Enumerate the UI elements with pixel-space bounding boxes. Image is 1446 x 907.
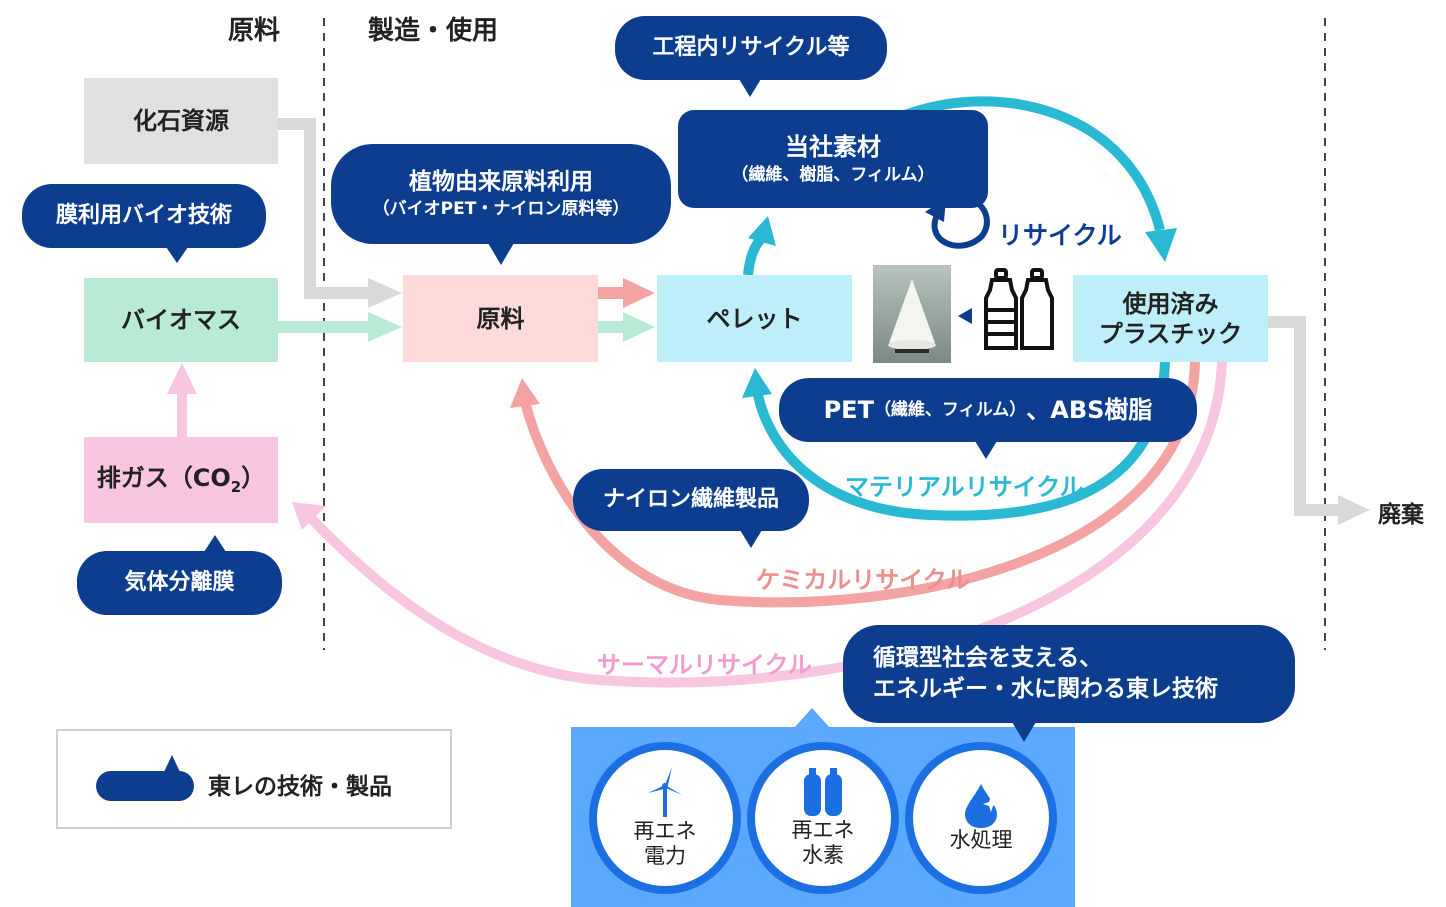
bubble-pointer	[975, 441, 997, 459]
plant-based-subtitle: （バイオPET・ナイロン原料等）	[372, 199, 630, 220]
plant-based-material-bubble: 植物由来原料利用 （バイオPET・ナイロン原料等）	[331, 144, 671, 244]
renewable-hydrogen-line1: 再エネ	[791, 817, 855, 842]
nylon-fiber-label: ナイロン繊維製品	[602, 487, 779, 513]
inprocess-recycle-label: 工程内リサイクル等	[652, 35, 850, 61]
thermal-recycle-label: サーマルリサイクル	[597, 651, 812, 679]
fossil-resources-label: 化石資源	[133, 107, 229, 135]
material-recycle-label: マテリアルリサイクル	[845, 473, 1084, 501]
pet-abs-bubble: PET （繊維、フィルム） 、ABS樹脂	[779, 378, 1197, 442]
nylon-fiber-bubble: ナイロン繊維製品	[573, 469, 809, 531]
legend-label: 東レの技術・製品	[208, 774, 392, 800]
water-treatment-label: 水処理	[949, 828, 1013, 853]
legend-bubble-pointer	[164, 755, 180, 772]
raw-material-label: 原料	[476, 304, 525, 333]
fossil-to-material-arrow	[278, 118, 370, 299]
hydrogen-tank-icon	[804, 767, 842, 816]
renewable-power-line2: 電力	[644, 844, 686, 868]
bubble-pointer	[166, 247, 188, 263]
renewable-hydrogen-item: 再エネ 水素	[747, 742, 899, 894]
chemical-recycle-label: ケミカルリサイクル	[756, 566, 971, 594]
chemical-recycle-arc	[520, 361, 1200, 608]
header-manufacture-use: 製造・使用	[368, 16, 499, 46]
wind-turbine-icon	[648, 766, 682, 817]
bubble-pointer	[739, 79, 761, 97]
bottles-icon	[984, 268, 1054, 350]
energy-water-tech-bubble: 循環型社会を支える、 エネルギー・水に関わる東レ技術	[843, 625, 1295, 723]
company-material-box: 当社素材 （繊維、樹脂、フィルム）	[678, 110, 988, 208]
thermal-recycle-arc	[301, 361, 1227, 688]
exhaust-gas-label: 排ガス（CO2）	[96, 464, 266, 497]
bubble-pointer	[204, 535, 226, 552]
bubble-pointer	[740, 530, 762, 548]
renewable-hydrogen-line2: 水素	[802, 843, 844, 867]
pellet-label: ペレット	[706, 304, 803, 333]
biomass-box: バイオマス	[84, 278, 278, 362]
water-drop-icon	[965, 784, 999, 829]
bubble-pointer	[488, 243, 514, 265]
gas-separation-membrane-bubble: 気体分離膜	[77, 551, 282, 615]
biomass-label: バイオマス	[121, 306, 241, 334]
legend-bubble-swatch	[96, 771, 194, 801]
legend: 東レの技術・製品	[56, 729, 452, 829]
exhaust-gas-box: 排ガス（CO2）	[84, 437, 278, 523]
pet-label: PET	[823, 395, 874, 424]
company-material-subtitle: （繊維、樹脂、フィルム）	[731, 164, 935, 185]
energy-water-line2: エネルギー・水に関わる東レ技術	[873, 676, 1218, 702]
used-plastic-line2: プラスチック	[1098, 319, 1243, 348]
energy-panel-pointer	[794, 708, 830, 728]
membrane-biotech-label: 膜利用バイオ技術	[55, 203, 232, 229]
inprocess-recycle-bubble: 工程内リサイクル等	[615, 16, 887, 80]
company-material-title: 当社素材	[785, 133, 881, 162]
material-recycle-arc	[753, 361, 1170, 521]
used-plastic-line1: 使用済み	[1122, 289, 1219, 318]
raw-material-box: 原料	[403, 275, 598, 362]
inprocess-loop	[931, 199, 990, 249]
bubble-pointer	[1012, 722, 1036, 742]
renewable-power-line1: 再エネ	[633, 818, 697, 843]
water-treatment-item: 水処理	[905, 742, 1057, 894]
plastic-to-disposal-arrow	[1268, 316, 1340, 516]
header-raw-materials: 原料	[228, 16, 281, 46]
plant-based-title: 植物由来原料利用	[409, 169, 593, 195]
bottles-to-pellet-arrow	[958, 308, 972, 324]
pellet-heap-icon	[888, 279, 936, 353]
abs-label: 、ABS樹脂	[1026, 395, 1153, 424]
product-to-plastic-arc	[903, 96, 1165, 232]
gas-separation-membrane-label: 気体分離膜	[124, 570, 235, 596]
recycle-label: リサイクル	[998, 221, 1122, 250]
membrane-biotech-bubble: 膜利用バイオ技術	[22, 184, 266, 248]
pellet-box: ペレット	[657, 275, 852, 362]
fossil-resources-box: 化石資源	[84, 78, 278, 164]
disposal-label: 廃棄	[1378, 502, 1424, 528]
energy-water-line1: 循環型社会を支える、	[873, 644, 1103, 671]
pet-sub-label: （繊維、フィルム）	[873, 399, 1027, 420]
renewable-power-item: 再エネ 電力	[589, 742, 741, 894]
used-plastic-box: 使用済み プラスチック	[1073, 275, 1268, 362]
pellet-photo	[873, 265, 951, 363]
